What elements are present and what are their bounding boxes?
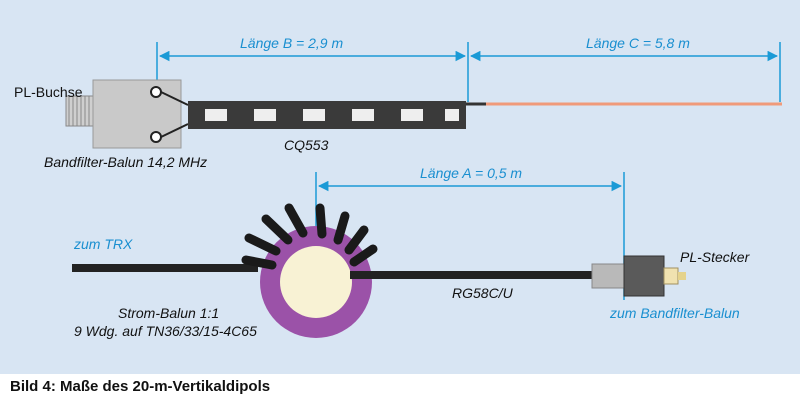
antenna-diagram: Länge B = 2,9 m Länge C = 5,8 m Länge A … — [14, 35, 782, 339]
terminal-top — [150, 86, 162, 98]
label-rg58: RG58C/U — [452, 285, 514, 301]
label-pl-buchse: PL-Buchse — [14, 84, 83, 100]
label-strom-balun: Strom-Balun 1:1 — [118, 305, 219, 321]
label-laenge-b: Länge B = 2,9 m — [240, 35, 343, 51]
figure-caption: Bild 4: Maße des 20-m-Vertikaldipols — [10, 378, 271, 395]
dimension-c — [469, 42, 781, 102]
label-pl-stecker: PL-Stecker — [680, 249, 751, 265]
label-laenge-c: Länge C = 5,8 m — [586, 35, 690, 51]
terminal-bottom — [150, 131, 162, 143]
label-laenge-a: Länge A = 0,5 m — [420, 165, 522, 181]
label-cq553: CQ553 — [284, 137, 329, 153]
dimension-b — [156, 42, 469, 102]
bandfilter-balun-box — [92, 79, 182, 149]
label-bandfilter-balun: Bandfilter-Balun 14,2 MHz — [44, 154, 207, 170]
pl-plug — [591, 255, 686, 297]
label-zum-trx: zum TRX — [73, 236, 133, 252]
ladder-line-cq553 — [188, 101, 466, 129]
current-balun-toroid — [241, 203, 378, 338]
label-strom-balun-windings: 9 Wdg. auf TN36/33/15-4C65 — [74, 323, 257, 339]
label-zum-bandfilter: zum Bandfilter-Balun — [609, 305, 740, 321]
